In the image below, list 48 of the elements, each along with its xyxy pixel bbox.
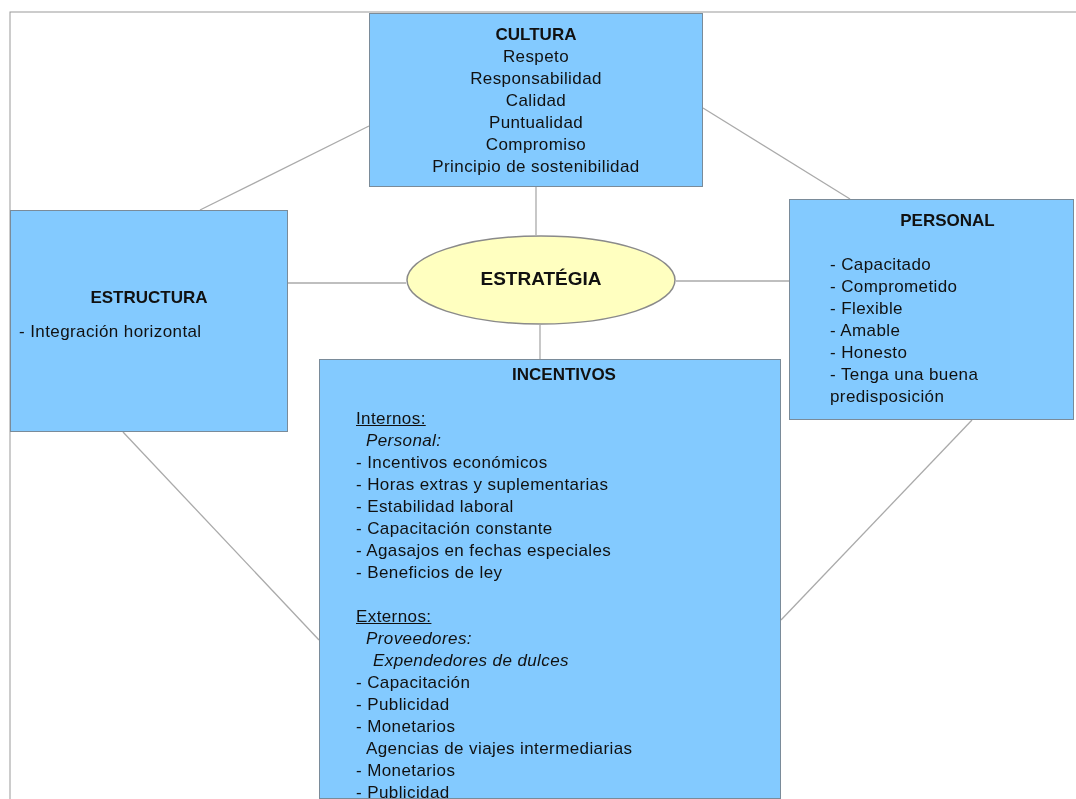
list-item: - Tenga una buena predisposición [830, 364, 980, 408]
connector-line [287, 282, 407, 284]
structure-box [10, 210, 288, 432]
culture-box [369, 13, 703, 187]
list-item: Calidad [505, 90, 567, 112]
list-item: - Beneficios de ley [356, 562, 503, 584]
section-heading: Externos: [356, 606, 432, 628]
list-item: - Incentivos económicos [356, 452, 548, 474]
list-item: - Publicidad [356, 694, 450, 716]
list-item: - Capacitado [830, 254, 932, 276]
list-item: - Agasajos en fechas especiales [356, 540, 612, 562]
subsection-heading: Expendedores de dulces [373, 650, 569, 672]
list-item: - Comprometido [830, 276, 958, 298]
connector-line [535, 186, 537, 236]
list-item: Responsabilidad [470, 68, 602, 90]
list-item: Agencias de viajes intermediarias [366, 738, 633, 760]
list-item: - Capacitación constante [356, 518, 553, 540]
connector-line [539, 324, 541, 360]
list-item: - Capacitación [356, 672, 471, 694]
connector-line [780, 419, 973, 621]
list-item: - Estabilidad laboral [356, 496, 514, 518]
list-item: - Amable [830, 320, 901, 342]
node-title: ESTRATÉGIA [480, 268, 602, 290]
list-item: - Monetarios [356, 716, 456, 738]
connector-line [702, 107, 851, 200]
section-heading: Internos: [356, 408, 426, 430]
connector-line [199, 125, 370, 211]
strategy-ellipse [406, 235, 676, 325]
node-title: ESTRUCTURA [90, 287, 208, 309]
subsection-heading: Proveedores: [366, 628, 472, 650]
list-item: - Honesto [830, 342, 908, 364]
list-item: - Integración horizontal [19, 321, 202, 343]
incentives-box [319, 359, 781, 799]
connector-line [122, 431, 320, 641]
node-title: CULTURA [495, 24, 577, 46]
list-item: Principio de sostenibilidad [432, 156, 640, 178]
list-item: Puntualidad [488, 112, 584, 134]
list-item: Respeto [502, 46, 570, 68]
node-title: PERSONAL [900, 210, 995, 232]
subsection-heading: Personal: [366, 430, 442, 452]
personnel-box [789, 199, 1074, 420]
list-item: - Flexible [830, 298, 903, 320]
list-item: - Publicidad [356, 782, 450, 799]
connector-line [675, 280, 790, 282]
node-title: INCENTIVOS [512, 364, 616, 386]
list-item: Compromiso [485, 134, 587, 156]
list-item: - Horas extras y suplementarias [356, 474, 609, 496]
list-item: - Monetarios [356, 760, 456, 782]
